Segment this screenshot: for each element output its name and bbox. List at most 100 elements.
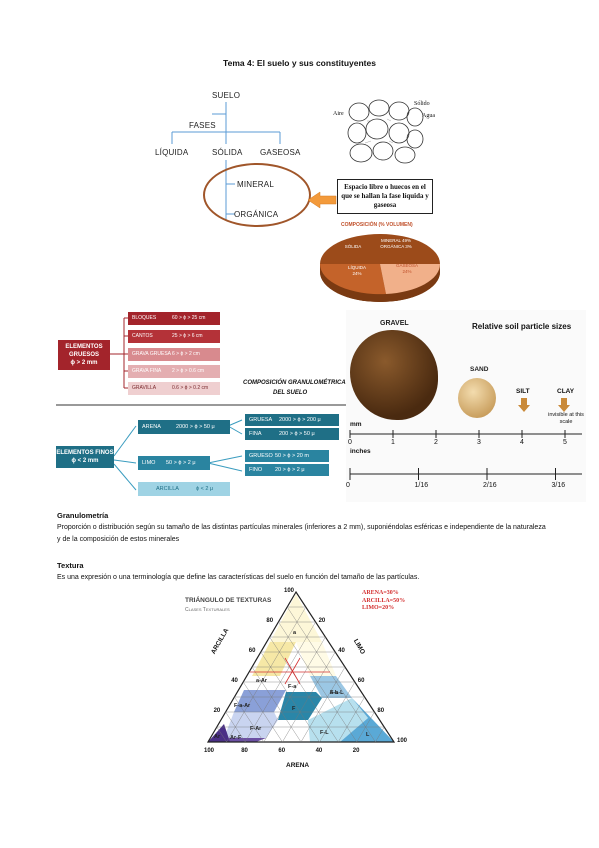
mm-label: mm bbox=[350, 421, 362, 428]
granulometric-lines bbox=[56, 317, 346, 491]
svg-text:F: F bbox=[292, 706, 296, 712]
elementos-gruesos-box: ELEMENTOS GRUESOS ϕ > 2 mm bbox=[58, 340, 110, 370]
legend-arena: ARENA=30% bbox=[362, 590, 399, 596]
class-f-a-ar bbox=[234, 690, 286, 712]
inch-tick-label: 0 bbox=[346, 482, 350, 489]
sand-label: SAND bbox=[470, 366, 489, 373]
triangle-gridline bbox=[269, 636, 339, 743]
class-f-l bbox=[308, 698, 368, 742]
triangle-gridline bbox=[234, 696, 264, 743]
pie-gaseosa-pct: 24% bbox=[402, 269, 412, 274]
svg-text:F-L: F-L bbox=[320, 730, 329, 736]
svg-text:F-a: F-a bbox=[288, 684, 297, 690]
triangle-gridline bbox=[300, 666, 346, 743]
triangle-gridline bbox=[263, 636, 326, 743]
silt-arrow-icon bbox=[518, 398, 530, 412]
inch-tick-label: 2/16 bbox=[483, 482, 497, 489]
pie-slice-gaseosa bbox=[380, 264, 441, 294]
gravel-label: GRAVEL bbox=[380, 320, 409, 327]
svg-text:a-L: a-L bbox=[330, 690, 339, 696]
triangle-gridline bbox=[245, 621, 316, 743]
triangle-gridline bbox=[251, 666, 302, 743]
axis-arena-label: ARENA bbox=[286, 762, 310, 769]
pie-mineral-label: MINERAL 49% bbox=[380, 238, 412, 243]
page-title: Tema 4: El suelo y sus constituyentes bbox=[223, 58, 376, 68]
bottom-tick-label: 20 bbox=[352, 748, 360, 754]
svg-text:F-Ar: F-Ar bbox=[250, 726, 262, 732]
fases-node: FASES bbox=[189, 121, 216, 130]
pore-space-callout: Espacio libre o huecos en el que se hall… bbox=[337, 179, 433, 214]
class-f-ar bbox=[224, 712, 278, 738]
organica-node: ORGÁNICA bbox=[234, 210, 279, 219]
left-arrow-icon bbox=[307, 191, 337, 209]
particle-title: Relative soil particle sizes bbox=[472, 322, 572, 331]
mm-tick-label: 3 bbox=[477, 439, 481, 446]
left-tick-label: 60 bbox=[248, 648, 256, 654]
pie-solida-label: SÓLIDA bbox=[344, 244, 362, 249]
left-tick-label: 20 bbox=[213, 708, 221, 714]
mineral-node: MINERAL bbox=[237, 180, 274, 189]
svg-text:Ar-F: Ar-F bbox=[230, 735, 242, 741]
bottom-tick-label: 40 bbox=[315, 748, 323, 754]
invisible-note: invisible at this scale bbox=[548, 412, 584, 425]
suelo-node: SUELO bbox=[212, 91, 241, 100]
liquida-node: LÍQUIDA bbox=[155, 148, 189, 157]
bottom-tick-label: 100 bbox=[204, 748, 215, 754]
mm-tick-label: 2 bbox=[434, 439, 438, 446]
pore-diagram bbox=[347, 99, 424, 165]
triangle-subtitle: Clases Texturales bbox=[185, 607, 230, 613]
granulometria-text: Proporción o distribución según su tamañ… bbox=[57, 524, 546, 543]
silt-label: SILT bbox=[516, 388, 530, 395]
granulometria-heading: Granulometría bbox=[57, 511, 109, 520]
triangle-gridline bbox=[226, 606, 306, 743]
gravel-particle bbox=[350, 330, 438, 420]
aire-label: Aire bbox=[333, 111, 344, 117]
mm-tick-label: 5 bbox=[563, 439, 567, 446]
left-tick-label: 80 bbox=[266, 618, 274, 624]
inch-tick-label: 1/16 bbox=[414, 482, 429, 489]
clay-label: CLAY bbox=[557, 388, 575, 395]
textura-text: Es una expresión o una terminología que … bbox=[57, 574, 420, 581]
inch-tick-label: 3/16 bbox=[551, 482, 566, 489]
right-tick-label: 80 bbox=[377, 708, 385, 714]
triangle-legend: ARENA=30% ARCILLA=50% LIMO=20% bbox=[362, 590, 405, 613]
solida-node: SÓLIDA bbox=[212, 148, 243, 157]
solid-phase-ellipse bbox=[203, 163, 311, 227]
pie-liquida-label: LÍQUIDA bbox=[347, 265, 366, 270]
right-tick-label: 100 bbox=[397, 738, 408, 744]
class-ar bbox=[208, 724, 230, 742]
svg-text:L: L bbox=[366, 732, 370, 738]
right-tick-label: 20 bbox=[318, 618, 326, 624]
class-f bbox=[278, 692, 322, 720]
granulometric-title-2: DEL SUELO bbox=[273, 390, 308, 396]
svg-text:a: a bbox=[293, 630, 297, 636]
svg-text:a-Ar: a-Ar bbox=[256, 678, 268, 684]
svg-text:Ar: Ar bbox=[214, 734, 221, 740]
textura-heading: Textura bbox=[57, 561, 84, 570]
class-a-l bbox=[296, 642, 336, 676]
gruesos-label: ELEMENTOS GRUESOS bbox=[65, 344, 103, 358]
pie-slice-solida bbox=[320, 234, 440, 264]
solido-label: Sólido bbox=[414, 101, 430, 107]
pie-organica-label: ORGÁNICA 3% bbox=[380, 244, 412, 249]
right-tick-label: 40 bbox=[338, 648, 345, 654]
pie-slice-liquida bbox=[319, 264, 386, 295]
triangle-gridline bbox=[375, 726, 385, 743]
svg-text:F-a-L: F-a-L bbox=[330, 690, 344, 696]
left-tick-label: 100 bbox=[284, 588, 295, 594]
gruesos-size: ϕ > 2 mm bbox=[70, 360, 98, 366]
particle-scale bbox=[349, 430, 582, 480]
triangle-gridline bbox=[338, 696, 365, 743]
left-tick-label: 40 bbox=[231, 678, 238, 684]
